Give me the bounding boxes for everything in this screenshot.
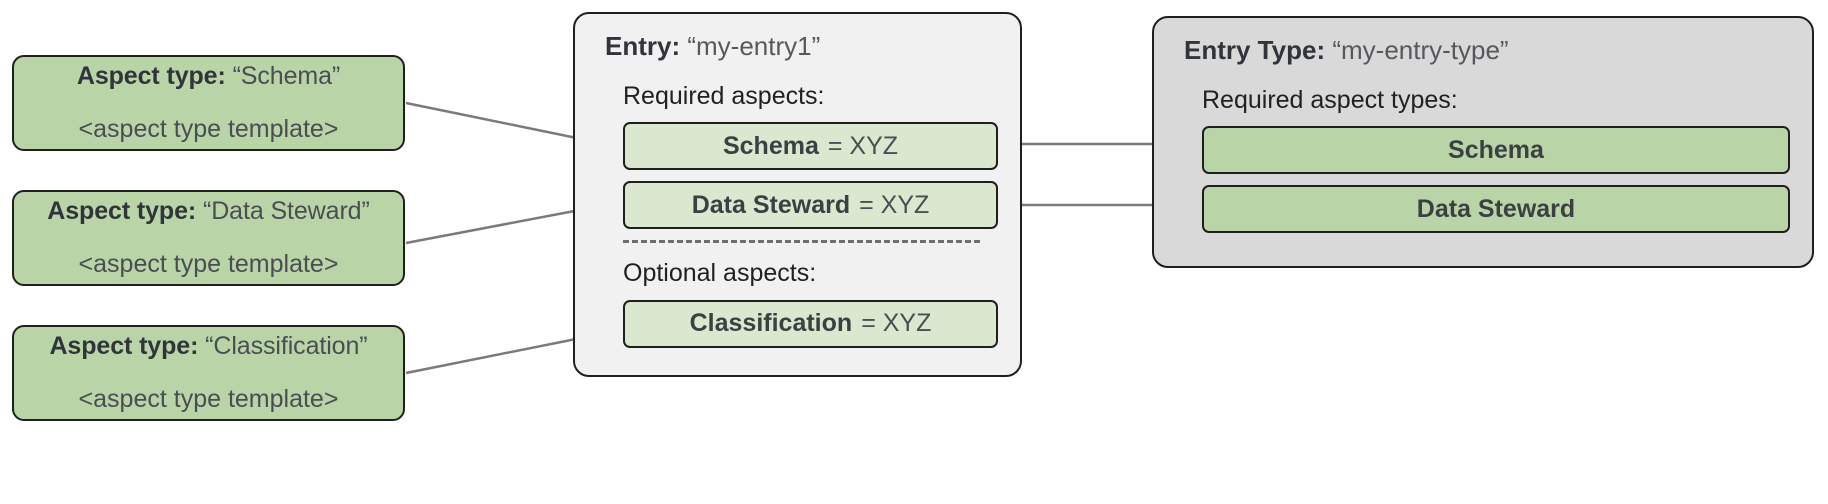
entry-type-panel: Entry Type: “my-entry-type” Required asp…	[1152, 16, 1814, 268]
required-aspects-label: Required aspects:	[623, 81, 825, 110]
required-optional-divider	[623, 240, 980, 244]
aspect-type-template-classification: <aspect type template>	[78, 385, 339, 413]
entry-type-label: Entry Type:	[1184, 35, 1326, 65]
entry-panel: Entry: “my-entry1” Required aspects: Sch…	[573, 12, 1022, 377]
aspect-pill-schema[interactable]: Schema = XYZ	[623, 122, 998, 171]
aspect-type-card-classification[interactable]: Aspect type: “Classification” <aspect ty…	[12, 325, 405, 421]
entry-label: Entry:	[605, 31, 681, 61]
required-aspect-types-list: Schema Data Steward	[1202, 126, 1790, 234]
required-aspect-types-label: Required aspect types:	[1202, 85, 1458, 114]
aspect-pill-classification[interactable]: Classification = XYZ	[623, 299, 998, 348]
aspect-type-label: Aspect type:	[49, 331, 199, 360]
aspect-pill-value: = XYZ	[859, 190, 930, 219]
aspect-type-title-data-steward: Aspect type: “Data Steward”	[47, 196, 370, 227]
aspect-type-value: “Classification”	[205, 331, 368, 360]
optional-aspects-label: Optional aspects:	[623, 259, 817, 288]
connector-classification-aspect-type-to-entry	[405, 331, 607, 375]
aspect-pill-value: = XYZ	[861, 309, 932, 338]
entry-type-value: “my-entry-type”	[1332, 35, 1509, 65]
aspect-type-value: “Schema”	[232, 61, 341, 90]
optional-aspects-list: Classification = XYZ	[623, 299, 998, 348]
required-aspects-list: Schema = XYZ Data Steward = XYZ	[623, 122, 998, 230]
aspect-type-pill-data-steward[interactable]: Data Steward	[1202, 185, 1790, 234]
aspect-type-title-schema: Aspect type: “Schema”	[77, 61, 340, 92]
aspect-pill-data-steward[interactable]: Data Steward = XYZ	[623, 181, 998, 230]
entry-value: “my-entry1”	[687, 31, 821, 61]
connector-schema-aspect-type-to-entry	[405, 101, 607, 146]
aspect-type-card-schema[interactable]: Aspect type: “Schema” <aspect type templ…	[12, 55, 405, 151]
aspect-type-label: Aspect type:	[47, 196, 197, 225]
aspect-pill-value: = XYZ	[827, 131, 899, 160]
aspect-pill-name: Data Steward	[691, 190, 851, 219]
aspect-pill-name: Schema	[722, 131, 819, 160]
connector-data-steward-aspect-type-to-entry	[405, 203, 607, 245]
aspect-type-label: Aspect type:	[76, 61, 226, 90]
entry-title: Entry: “my-entry1”	[605, 30, 998, 64]
aspect-type-title-classification: Aspect type: “Classification”	[49, 331, 367, 362]
aspect-type-template-data-steward: <aspect type template>	[78, 250, 339, 278]
aspect-type-template-schema: <aspect type template>	[78, 115, 339, 143]
aspect-type-card-data-steward[interactable]: Aspect type: “Data Steward” <aspect type…	[12, 190, 405, 286]
entry-type-title: Entry Type: “my-entry-type”	[1184, 34, 1790, 68]
aspect-pill-name: Classification	[689, 309, 853, 338]
aspect-type-pill-schema[interactable]: Schema	[1202, 126, 1790, 175]
aspect-type-value: “Data Steward”	[202, 196, 370, 225]
